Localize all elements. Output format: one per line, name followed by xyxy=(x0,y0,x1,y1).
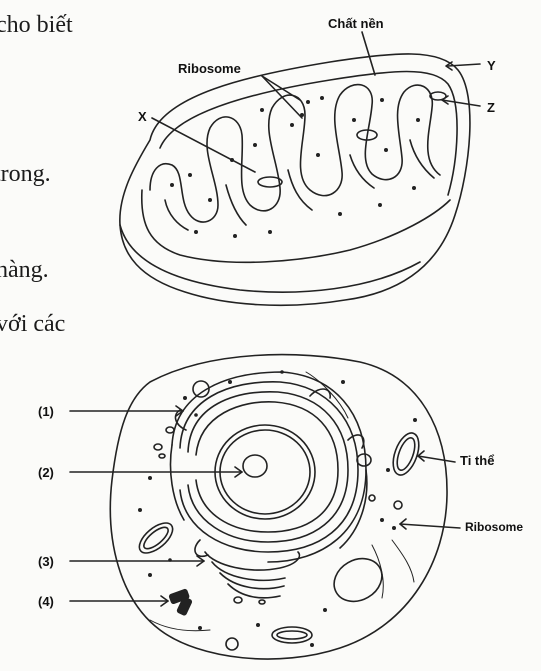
text-fragment-4: với các xyxy=(0,311,66,337)
mitochondrion-inner-membrane xyxy=(159,70,458,196)
cell-ribosomes xyxy=(138,370,417,647)
label-part-4: (4) xyxy=(38,594,54,609)
label-part-1: (1) xyxy=(38,404,54,419)
leader-y xyxy=(447,63,481,67)
leader-matrix xyxy=(361,31,376,76)
cell-membrane xyxy=(109,353,448,660)
label-x: X xyxy=(138,109,147,124)
centrioles xyxy=(168,588,193,616)
leader-x xyxy=(151,117,256,173)
arrow-ribosome xyxy=(399,523,461,529)
label-ribosome-cell: Ribosome xyxy=(465,520,524,534)
leader-z xyxy=(441,99,481,107)
mitochondrion-illustration xyxy=(119,31,481,307)
mitochondrion-cristae xyxy=(149,83,441,223)
leader-ribosome-1 xyxy=(261,75,301,101)
nucleolus xyxy=(242,454,268,478)
arrow-mitochondria xyxy=(417,455,456,463)
cell-illustration xyxy=(69,353,461,660)
label-ribosome-mito: Ribosome xyxy=(178,61,241,76)
text-fragment-1: cho biết xyxy=(0,12,73,38)
mitochondrion-outer-membrane xyxy=(119,53,471,307)
label-z: Z xyxy=(487,100,495,115)
leader-ribosome-2 xyxy=(261,75,303,119)
text-fragment-3: hàng. xyxy=(0,257,49,283)
vesicles xyxy=(153,380,403,651)
label-matrix: Chất nền xyxy=(328,16,384,31)
endoplasmic-reticulum xyxy=(169,371,368,563)
mitochondria xyxy=(138,432,420,644)
mitochondrion-cut-face xyxy=(140,189,451,264)
golgi-apparatus xyxy=(204,551,301,605)
cell-arrows xyxy=(69,405,461,607)
label-part-3: (3) xyxy=(38,554,54,569)
label-mitochondria: Ti thể xyxy=(460,453,495,468)
cytoskeleton xyxy=(149,371,415,632)
label-y: Y xyxy=(487,58,496,73)
mitochondrion-granules xyxy=(170,96,420,238)
label-part-2: (2) xyxy=(38,465,54,480)
